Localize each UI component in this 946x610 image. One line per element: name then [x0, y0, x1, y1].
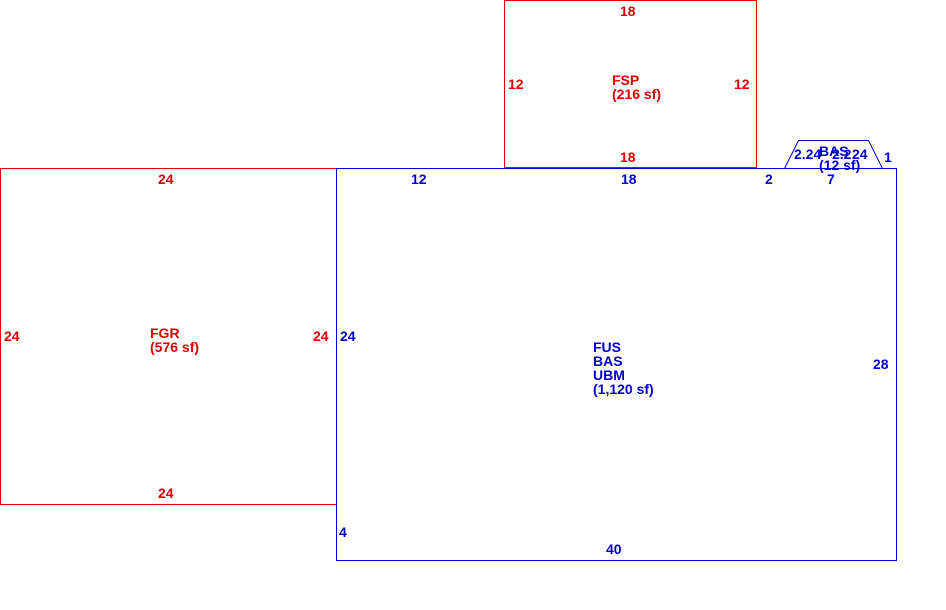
fsp-right-dimension: 12: [734, 76, 750, 92]
fsp-top-dimension: 18: [620, 3, 636, 19]
small-bas-outline: [783, 140, 884, 169]
small-area: (12 sf): [819, 157, 861, 173]
main-left-dimension: 24: [340, 328, 356, 344]
main-area: (1,120 sf): [593, 381, 654, 397]
main-code-3: UBM: [593, 367, 625, 383]
fgr-area: (576 sf): [150, 339, 200, 355]
fgr-bottom-dimension: 24: [158, 485, 174, 501]
main-top-right-dimension: 2: [765, 171, 773, 187]
fgr-code: FGR: [150, 325, 180, 341]
small-left-dimension: 2.24: [794, 146, 822, 162]
small-area-label: BAS (12 sf): [819, 144, 860, 172]
fgr-left-dimension: 24: [4, 328, 20, 344]
main-bottom-dimension: 40: [606, 541, 622, 557]
main-outline: [336, 168, 897, 561]
main-right-dimension: 28: [873, 356, 889, 372]
main-area-label: FUS BAS UBM (1,120 sf): [593, 340, 654, 396]
fsp-bottom-dimension: 18: [620, 149, 636, 165]
fsp-code: FSP: [612, 72, 640, 88]
small-code: BAS: [819, 143, 849, 159]
small-bottom-dimension: 7: [827, 171, 835, 187]
fgr-top-dimension: 24: [158, 171, 174, 187]
main-left-lower-dimension: 4: [339, 524, 347, 540]
main-top-left-dimension: 12: [411, 171, 427, 187]
fsp-outline: [504, 0, 757, 168]
small-right-dimension: 1: [884, 149, 892, 165]
main-top-mid-dimension: 18: [621, 171, 637, 187]
fgr-area-label: FGR (576 sf): [150, 326, 199, 354]
fsp-area: (216 sf): [612, 86, 662, 102]
fsp-area-label: FSP (216 sf): [612, 73, 661, 101]
fsp-left-dimension: 12: [508, 76, 524, 92]
small-top-dimension: 2.2: [832, 146, 852, 162]
small-right-top-dimension: 24: [852, 146, 868, 162]
main-code-1: FUS: [593, 339, 621, 355]
main-code-2: BAS: [593, 353, 623, 369]
fgr-right-dimension: 24: [313, 328, 329, 344]
